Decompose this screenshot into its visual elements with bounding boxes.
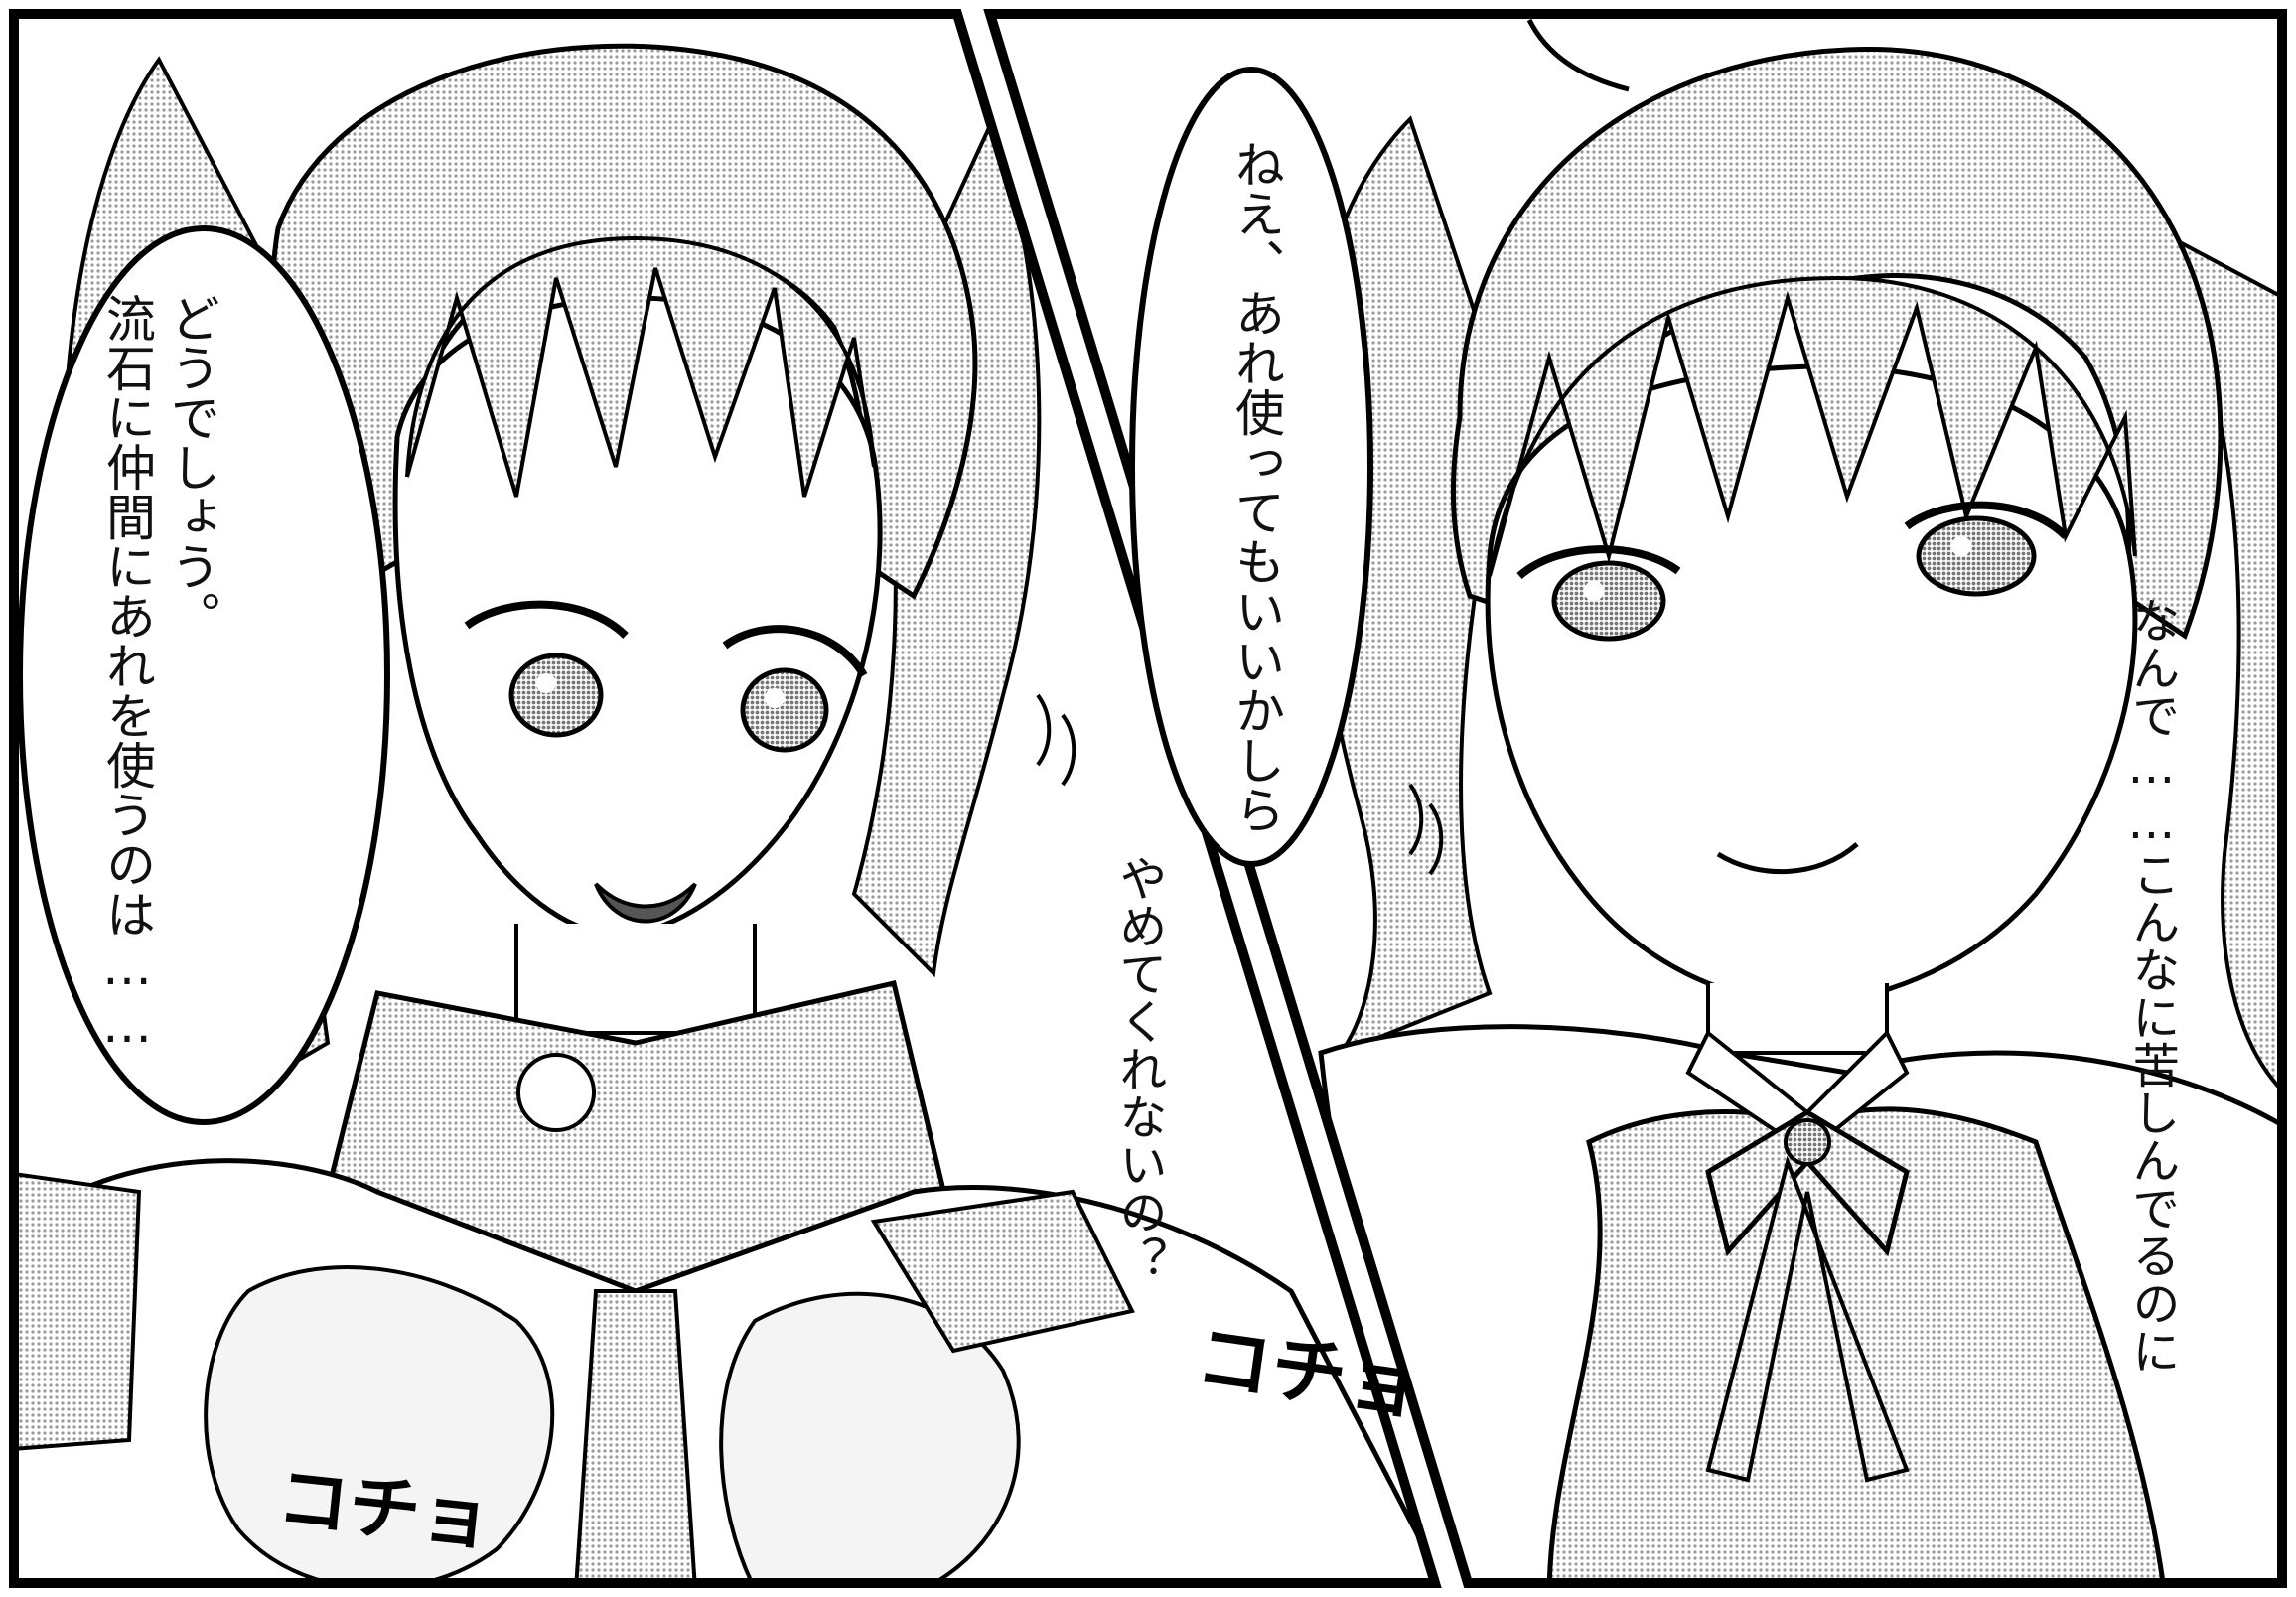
sfx-kocho-left: コチョ bbox=[273, 1455, 497, 1562]
right-bubble-text: ねえ、あれ使ってもいいかしら bbox=[1227, 139, 1285, 834]
left-bubble-text: どうでしょう。流石に仲間にあれを使うのは…… bbox=[98, 293, 220, 1054]
free-text-yamete: やめてくれないの？ bbox=[1110, 854, 1167, 1283]
left-speech-bubble bbox=[17, 225, 390, 1125]
left-panel-border bbox=[9, 9, 1442, 1588]
right-speech-bubble bbox=[1129, 67, 1373, 867]
free-text-nande: なんで……こんなに苦しんでるのに bbox=[2123, 596, 2180, 1375]
right-panel-border bbox=[983, 9, 2287, 1588]
